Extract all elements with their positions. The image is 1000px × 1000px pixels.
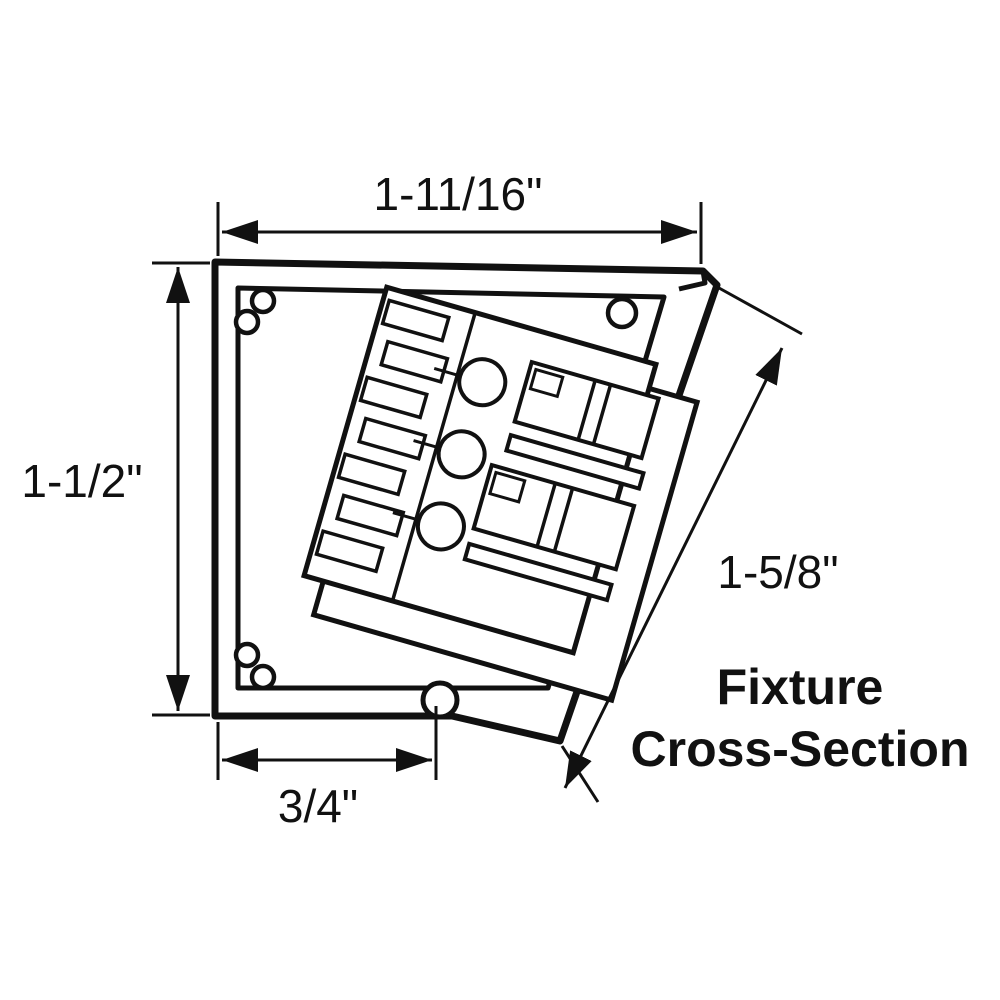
screw-boss-bottom-left-b [249,663,277,691]
contact-tick [413,439,440,450]
ladder-strip [334,493,406,538]
contact-tick [433,367,461,378]
dimension-label-left: 1-1/2" [21,455,142,507]
contact-circle-3 [415,501,466,552]
ladder-strip [314,528,385,574]
diagram-title-line2: Cross-Section [631,721,970,777]
ladder-strip [356,416,428,461]
screw-boss-top-left-b [233,308,261,336]
screw-boss-bottom-left-a [233,641,261,669]
mounting-notch [420,680,460,720]
dimension-label-diagonal: 1-5/8" [717,546,838,598]
terminal-contact-lower [488,470,527,504]
contact-circle-2 [436,429,487,480]
housing-corner-lip [678,270,708,292]
ladder-strip [358,375,429,420]
dimension-label-top: 1-11/16" [374,168,543,220]
contact-tick [392,511,420,522]
housing-inner-wall [235,285,667,691]
socket-divider-line [391,314,477,600]
dimension-line-diagonal [563,347,784,789]
screw-boss-top-left-a [249,287,277,315]
contact-circle-1 [457,357,508,408]
extension-line-diagonal-top [718,286,803,336]
terminal-contact-upper [528,367,565,399]
screw-boss-top-right [605,296,639,330]
dimension-label-bottom: 3/4" [278,780,358,832]
ladder-strip [336,452,407,497]
ladder-strip [380,298,451,343]
terminal-line [535,482,557,548]
diagram-title-line1: Fixture [717,659,884,715]
